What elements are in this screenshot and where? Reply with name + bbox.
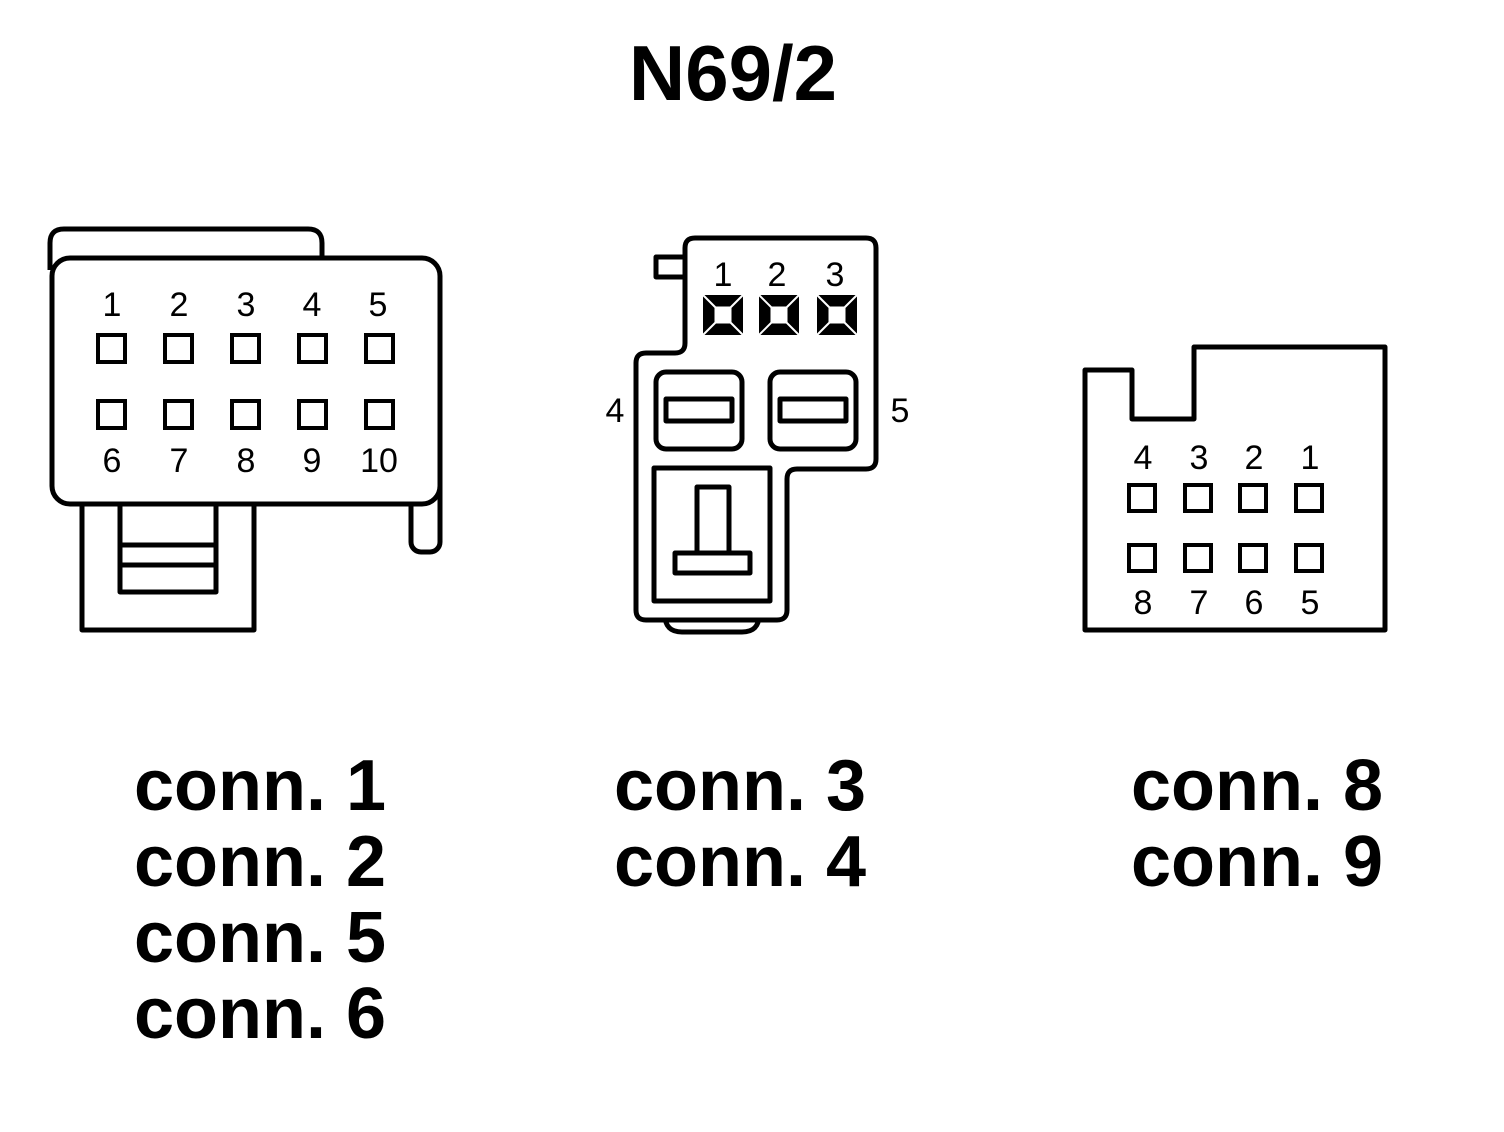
connector-c-pin-7 bbox=[1183, 543, 1213, 573]
connector-a-pin-7 bbox=[163, 399, 194, 430]
connector-a-pin-6 bbox=[96, 399, 127, 430]
connector-a-label: conn. 5 bbox=[134, 898, 386, 978]
pin-number: 6 bbox=[1245, 584, 1264, 622]
connector-b-blade bbox=[777, 396, 849, 424]
pin-number: 2 bbox=[768, 256, 787, 294]
connector-a-label: conn. 2 bbox=[134, 822, 386, 902]
connector-a: 1 2 3 4 5 6 7 8 9 10 bbox=[47, 226, 443, 633]
connector-c-pin-2 bbox=[1238, 483, 1268, 513]
connector-a-pin-8 bbox=[230, 399, 261, 430]
pin-number: 5 bbox=[1301, 584, 1320, 622]
connector-b-power-base bbox=[672, 550, 753, 576]
pin-number: 4 bbox=[1134, 439, 1153, 477]
pin-number: 4 bbox=[606, 392, 625, 430]
pin-number: 3 bbox=[237, 286, 256, 324]
connector-c-label: conn. 9 bbox=[1131, 822, 1383, 902]
connector-b-blade bbox=[663, 396, 735, 424]
connector-c-pin-5 bbox=[1294, 543, 1324, 573]
pin-number: 5 bbox=[891, 392, 910, 430]
pin-number: 1 bbox=[103, 286, 122, 324]
pin-number: 3 bbox=[826, 256, 845, 294]
connector-a-pin-2 bbox=[163, 333, 194, 364]
pin-number: 3 bbox=[1190, 439, 1209, 477]
pin-number: 8 bbox=[1134, 584, 1153, 622]
pin-number: 10 bbox=[360, 442, 398, 480]
connector-c-pin-4 bbox=[1127, 483, 1157, 513]
connector-a-pin-3 bbox=[230, 333, 261, 364]
connector-b-label: conn. 4 bbox=[614, 822, 866, 902]
connector-a-label: conn. 6 bbox=[134, 974, 386, 1054]
connector-a-pin-9 bbox=[297, 399, 328, 430]
pin-number: 8 bbox=[237, 442, 256, 480]
pin-number: 9 bbox=[303, 442, 322, 480]
connector-a-pin-10 bbox=[364, 399, 395, 430]
pin-number: 1 bbox=[714, 256, 733, 294]
pin-number: 6 bbox=[103, 442, 122, 480]
connector-a-face bbox=[49, 255, 443, 507]
connector-c-pin-3 bbox=[1183, 483, 1213, 513]
connector-a-pin-4 bbox=[297, 333, 328, 364]
connector-c: 4 3 2 1 8 7 6 5 bbox=[1082, 344, 1388, 633]
pin-number: 7 bbox=[170, 442, 189, 480]
pin-number: 2 bbox=[1245, 439, 1264, 477]
connector-b-side-tab bbox=[653, 254, 689, 280]
pin-number: 7 bbox=[1190, 584, 1209, 622]
connector-b: 1 2 3 4 5 bbox=[606, 235, 910, 635]
connector-c-pin-8 bbox=[1127, 543, 1157, 573]
connector-c-pin-6 bbox=[1238, 543, 1268, 573]
pin-number: 2 bbox=[170, 286, 189, 324]
pin-number: 1 bbox=[1301, 439, 1320, 477]
connector-c-pin-1 bbox=[1294, 483, 1324, 513]
page-title: N69/2 bbox=[629, 29, 837, 117]
connector-a-pin-1 bbox=[96, 333, 127, 364]
connector-c-label: conn. 8 bbox=[1131, 746, 1383, 826]
pin-number: 4 bbox=[303, 286, 322, 324]
connector-b-power-blade bbox=[694, 484, 732, 558]
connector-a-label: conn. 1 bbox=[134, 746, 386, 826]
connector-b-label: conn. 3 bbox=[614, 746, 866, 826]
pin-number: 5 bbox=[369, 286, 388, 324]
connector-a-pin-5 bbox=[364, 333, 395, 364]
